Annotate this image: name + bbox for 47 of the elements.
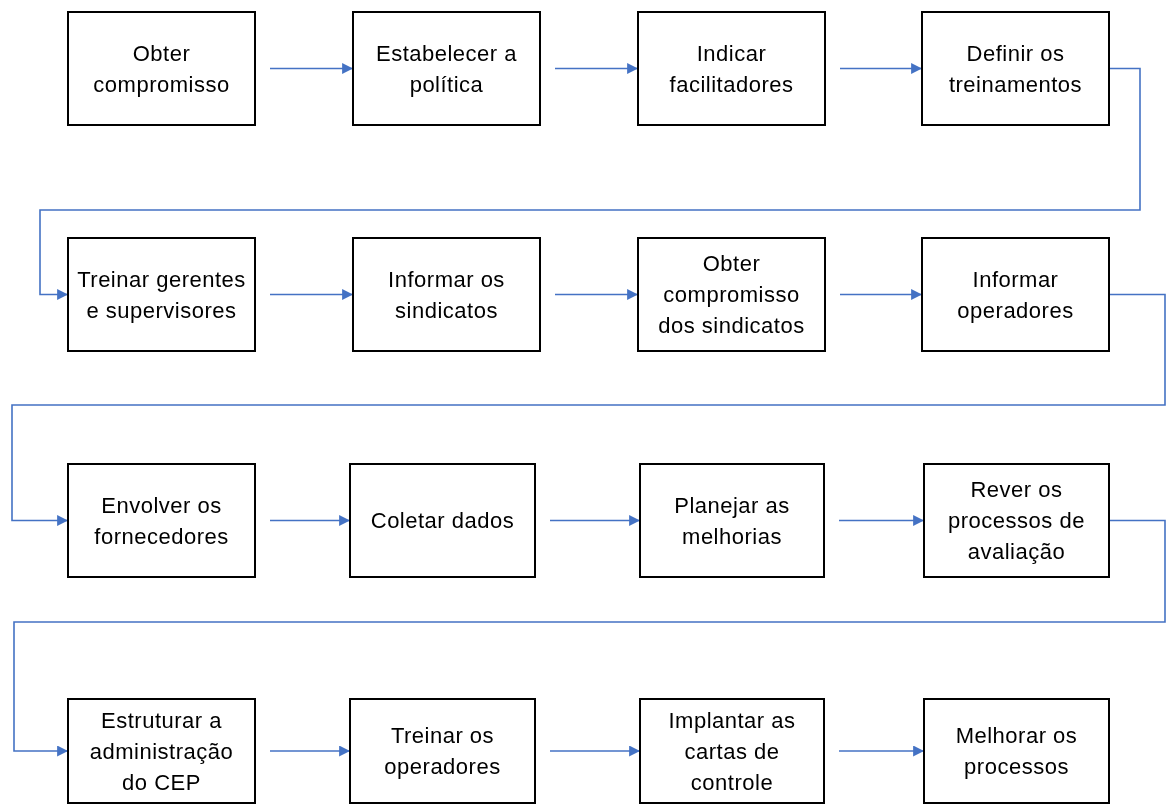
arrow xyxy=(11,293,1166,526)
step-label: Indicar facilitadores xyxy=(668,39,795,99)
process-box xyxy=(921,237,1110,352)
process-box xyxy=(352,237,541,352)
process-box xyxy=(352,11,541,126)
step-label: Implantar as cartas de controle xyxy=(667,706,797,797)
arrow xyxy=(839,63,923,74)
process-box xyxy=(923,463,1110,578)
arrow xyxy=(269,289,354,300)
process-box xyxy=(637,11,826,126)
arrow xyxy=(554,289,639,300)
arrow xyxy=(13,519,1166,757)
step-label: Coletar dados xyxy=(370,507,515,535)
process-box xyxy=(349,698,536,804)
process-box xyxy=(67,237,256,352)
step-label: Obter compromisso dos sindicatos xyxy=(657,250,806,340)
arrow xyxy=(549,745,641,757)
process-box xyxy=(67,698,256,804)
step-label: Informar operadores xyxy=(956,265,1075,325)
step-label: Definir os treinamentos xyxy=(947,39,1084,99)
process-box xyxy=(67,11,256,126)
arrow xyxy=(269,63,354,74)
process-box xyxy=(67,463,256,578)
step-label: Estabelecer a política xyxy=(375,39,518,99)
arrow xyxy=(549,515,641,526)
arrow xyxy=(839,289,923,300)
step-label: Informar os sindicatos xyxy=(387,265,506,325)
arrow xyxy=(39,67,1141,300)
step-label: Treinar gerentes e supervisores xyxy=(76,265,247,325)
process-box xyxy=(923,698,1110,804)
arrow xyxy=(269,745,351,757)
process-box xyxy=(637,237,826,352)
step-label: Treinar os operadores xyxy=(383,722,502,781)
step-label: Rever os processos de avaliação xyxy=(947,476,1086,566)
step-label: Obter compromisso xyxy=(92,39,231,99)
process-box xyxy=(639,463,825,578)
arrow xyxy=(269,515,351,526)
step-label: Estruturar a administração do CEP xyxy=(88,706,235,797)
step-label: Envolver os fornecedores xyxy=(93,491,230,551)
step-label: Planejar as melhorias xyxy=(673,491,791,551)
arrow xyxy=(838,745,925,757)
arrow xyxy=(838,515,925,526)
process-box xyxy=(921,11,1110,126)
process-box xyxy=(349,463,536,578)
process-box xyxy=(639,698,825,804)
arrow xyxy=(554,63,639,74)
step-label: Melhorar os processos xyxy=(954,722,1079,781)
